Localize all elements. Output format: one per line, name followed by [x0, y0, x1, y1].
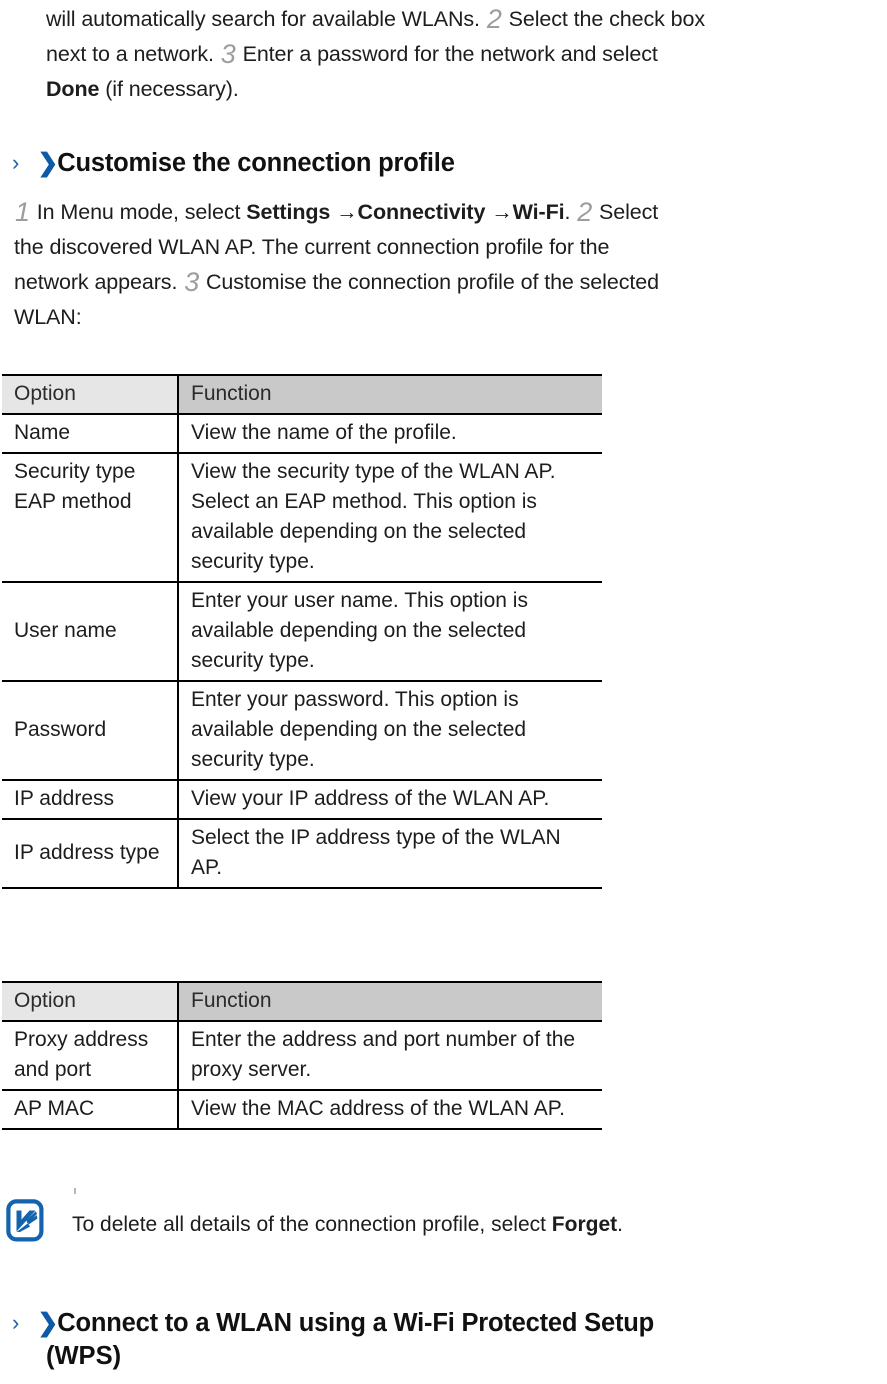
column-header-function: Function [178, 981, 602, 1022]
cell-function: Enter your user name. This option is ava… [178, 581, 602, 682]
chevron-right-bold-icon: ❯ [37, 149, 58, 177]
cell-option: Password [2, 680, 179, 781]
note-block: To delete all details of the connection … [6, 1196, 866, 1244]
column-header-option: Option [2, 981, 179, 1022]
intro-line2-text-b: Enter a password for the network and sel… [236, 42, 658, 66]
cell-option: Proxy address and port [2, 1020, 179, 1091]
body-line-2: the discovered WLAN AP. The current conn… [14, 235, 610, 259]
table-header-row: Option Function [2, 374, 602, 415]
body-line-4: WLAN: [14, 305, 82, 329]
table-row: Name View the name of the profile. [2, 413, 602, 454]
body-line-3: network appears. 3 Customise the connect… [14, 265, 874, 300]
step-number-1: 1 [15, 197, 30, 227]
cell-function: Enter the address and port number of the… [178, 1020, 602, 1091]
body-line3-text-a: network appears. [14, 270, 184, 294]
arrow-1-icon: → [330, 200, 358, 224]
stray-mark [74, 1188, 76, 1194]
body-line1-text-a: In Menu mode, select [30, 200, 247, 224]
done-label: Done [46, 77, 100, 101]
cell-function: View the name of the profile. [178, 413, 602, 454]
cell-option: Security type EAP method [2, 452, 179, 583]
body-line1-text-d: Select [593, 200, 659, 224]
heading-text: Customise the connection profile [57, 149, 455, 177]
table-header-row: Option Function [2, 981, 602, 1022]
intro-line1-text-a: will automatically search for available … [46, 7, 486, 31]
menu-connectivity-label: Connectivity [357, 200, 486, 224]
chevron-right-thin-icon: › [12, 150, 20, 175]
table-row: User name Enter your user name. This opt… [2, 581, 602, 682]
intro-line-3: Done (if necessary). [46, 72, 886, 107]
intro-line1-text-b: Select the check box [502, 7, 706, 31]
cell-option: IP address [2, 779, 179, 820]
cell-function: View the security type of the WLAN AP. S… [178, 452, 602, 583]
note-text: To delete all details of the connection … [72, 1196, 623, 1241]
note-pen-icon [6, 1198, 46, 1244]
body-line1-text-c: . [564, 200, 577, 224]
chevron-right-bold-icon: ❯ [37, 1309, 58, 1337]
note-text-b: . [617, 1213, 623, 1236]
table-row: Proxy address and port Enter the address… [2, 1020, 602, 1091]
cell-function: View your IP address of the WLAN AP. [178, 779, 602, 820]
intro-line2-text-a: next to a network. [46, 42, 220, 66]
body-line-1: 1 In Menu mode, select Settings →Connect… [14, 195, 874, 230]
heading-text-line2: (WPS) [46, 1342, 122, 1370]
cell-option: User name [2, 581, 179, 682]
body-line3-text-b: Customise the connection profile of the … [200, 270, 659, 294]
menu-settings-label: Settings [246, 200, 331, 224]
table-connection-profile-options: Option Function Name View the name of th… [2, 374, 602, 889]
cell-option: Name [2, 413, 179, 454]
column-header-function: Function [178, 374, 602, 415]
column-header-option: Option [2, 374, 179, 415]
body-paragraph: 1 In Menu mode, select Settings →Connect… [14, 195, 874, 335]
arrow-2-icon: → [485, 200, 513, 224]
table-proxy-options: Option Function Proxy address and port E… [2, 981, 602, 1130]
step-number-2: 2 [486, 4, 502, 34]
step-number-2b: 2 [577, 197, 593, 227]
intro-line3-text: (if necessary). [99, 77, 239, 101]
cell-function: Select the IP address type of the WLAN A… [178, 818, 602, 889]
section-heading-connect-wps: › ❯Connect to a WLAN using a Wi-Fi Protec… [12, 1308, 882, 1371]
heading-text-line1: Connect to a WLAN using a Wi-Fi Protecte… [57, 1309, 654, 1337]
table-row: Password Enter your password. This optio… [2, 680, 602, 781]
table-row: Security type EAP method View the securi… [2, 452, 602, 583]
cell-option: IP address type [2, 818, 179, 889]
table-row: IP address type Select the IP address ty… [2, 818, 602, 889]
table-row: AP MAC View the MAC address of the WLAN … [2, 1089, 602, 1130]
menu-wifi-label: Wi-Fi [512, 200, 565, 224]
note-text-a: To delete all details of the connection … [72, 1213, 552, 1236]
step-number-3: 3 [220, 39, 236, 69]
intro-line-2: next to a network. 3 Enter a password fo… [46, 37, 886, 72]
forget-label: Forget [551, 1213, 618, 1236]
cell-option: AP MAC [2, 1089, 179, 1130]
section-heading-customise-profile: › ❯Customise the connection profile [12, 148, 882, 178]
cell-function: Enter your password. This option is avai… [178, 680, 602, 781]
cell-function: View the MAC address of the WLAN AP. [178, 1089, 602, 1130]
intro-line-1: will automatically search for available … [46, 2, 886, 37]
table-row: IP address View your IP address of the W… [2, 779, 602, 820]
chevron-right-thin-icon: › [12, 1310, 20, 1335]
step-number-3b: 3 [184, 267, 200, 297]
intro-paragraph: will automatically search for available … [46, 2, 886, 107]
